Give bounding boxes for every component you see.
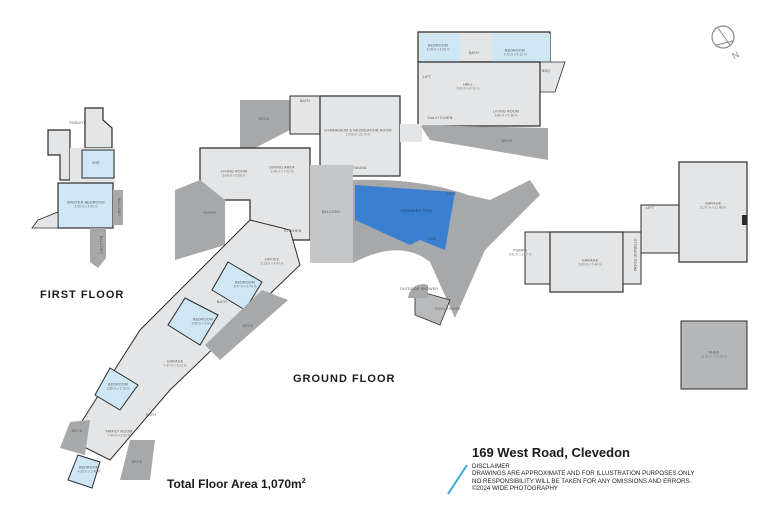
room-deck-pool: DECK: [445, 192, 457, 197]
room-lift-east: LIFT: [645, 206, 655, 211]
disclaimer-line-1: DRAWINGS ARE APPROXIMATE AND FOR ILLUSTR…: [472, 470, 695, 478]
room-wir: WIR: [92, 161, 100, 166]
room-outdoor-shower: OUTDOOR SHOWER: [399, 287, 439, 292]
accent-slash-icon: [447, 464, 468, 495]
room-sauna: SAUNA: [353, 166, 367, 171]
disclaimer-block: DISCLAIMER DRAWINGS ARE APPROXIMATE AND …: [472, 463, 695, 493]
ground-floor-east: [524, 161, 748, 390]
room-bath-gym: BATH: [299, 99, 311, 104]
disclaimer-line-3: ©2024 WIDE PHOTOGRAPHY: [472, 485, 558, 493]
room-bath-top: BATH: [468, 51, 480, 56]
room-ensuite: ENSUITE: [69, 121, 87, 126]
disclaimer-line-2: NO RESPONSIBILITY WILL BE TAKEN FOR ANY …: [472, 477, 692, 485]
disclaimer-title: DISCLAIMER: [472, 463, 510, 470]
room-deck-top: DECK: [501, 139, 513, 144]
room-spa: SPA: [428, 237, 436, 242]
room-lift-top: LIFT: [422, 75, 432, 80]
room-bbq: BBQ: [541, 69, 551, 74]
room-kitchen: KITCHEN: [284, 229, 302, 234]
ground-floor-diagonal-wing: [60, 219, 301, 489]
compass-icon: [711, 25, 735, 49]
room-swimming-pool: SWIMMING POOL: [400, 209, 434, 214]
room-deck-low-left: DECK: [71, 429, 83, 434]
room-storage: STORAGE ROOM: [632, 238, 637, 272]
ground-floor-title: GROUND FLOOR: [293, 373, 396, 385]
room-second-kitchen: 2nd KITCHEN: [427, 116, 453, 121]
room-deck-low-right: DECK: [131, 460, 143, 465]
total-floor-area: Total Floor Area 1,070m2: [167, 477, 306, 491]
room-entry: ENTRY: [203, 211, 217, 216]
room-balcony-a: BALCONY: [116, 197, 121, 217]
property-address: 169 West Road, Clevedon: [472, 445, 630, 460]
first-floor-title: FIRST FLOOR: [40, 289, 125, 301]
room-balcony: BALCONY: [321, 210, 341, 215]
room-pool-house: POOL HOUSE: [435, 307, 461, 312]
first-floor-plan: [31, 107, 123, 268]
room-balcony-b: BALCONY: [98, 235, 103, 255]
ground-floor-top-wing: [417, 31, 566, 160]
room-deck-mid: DECK: [242, 324, 254, 329]
room-bath-low: BATH: [145, 413, 157, 418]
ground-floor-centre: [175, 95, 540, 326]
room-deck-left: DECK: [258, 117, 270, 122]
room-bath-mid: BATH: [216, 300, 228, 305]
